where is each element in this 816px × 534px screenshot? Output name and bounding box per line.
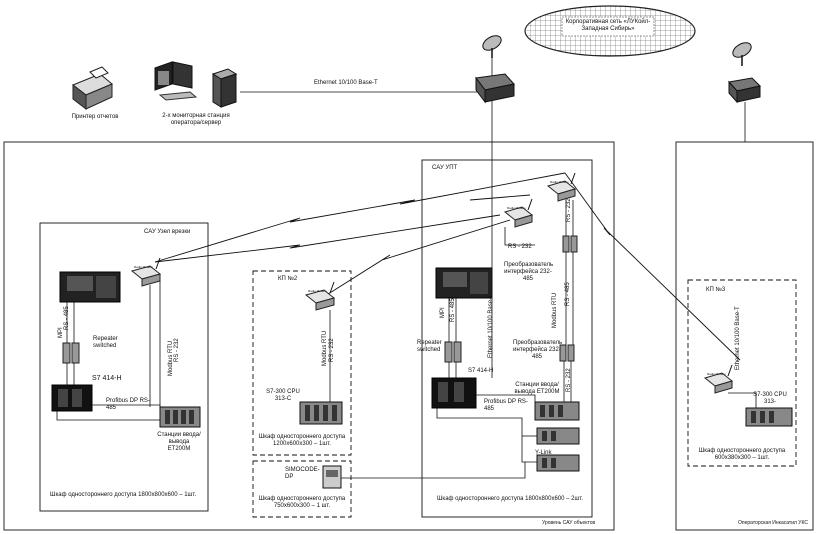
upt-rs485-label: RS - 485 (450, 298, 456, 322)
radio-link (469, 194, 531, 201)
printer-icon (72, 66, 113, 111)
network-switch-icon (475, 73, 515, 104)
radio-link (154, 214, 501, 263)
simocode-device-icon (322, 465, 342, 489)
upt-mpi-label: MPI (440, 307, 446, 318)
uzel-cpu-label: S7 414-H (92, 375, 122, 382)
uzel-cabinet-label: Шкаф одностороннего доступа 1800х800х600… (50, 492, 197, 498)
radio-modem-label: Radio Modem (707, 372, 726, 376)
router-icon (728, 77, 762, 104)
upt-profibus-label: Profibus DP RS-485 (484, 399, 528, 412)
upt-cabinet-label: Шкаф одностороннего доступа 1800х800х600… (436, 496, 584, 502)
level-frame-sau (3, 141, 615, 531)
operator-panel-icon (435, 267, 493, 299)
satellite-dish-icon (732, 42, 752, 66)
upt-modbus-label: Modbus RTU (552, 292, 558, 328)
upt-title: САУ УПТ (432, 165, 458, 171)
repeater-icon (444, 341, 462, 363)
upt-converter2-label: Преобразователь интерфейса 232-485 (513, 340, 563, 360)
kp3-cpu-label: S7-300 CPU 313- (753, 392, 787, 405)
radio-modem-label: Radio Modem (308, 289, 327, 293)
workstation-icon (154, 61, 238, 108)
repeater-icon (62, 342, 80, 364)
printer-label: Принтер отчетов (71, 114, 119, 120)
io-station-icon (536, 427, 580, 445)
cabinet-uzel-vrezki (39, 222, 209, 512)
io-station-icon (299, 401, 343, 425)
kp2-rs232-label: RS - 232 (329, 338, 335, 362)
io-station-icon (745, 407, 793, 427)
upt-rs232-top-label: RS - 232 (508, 244, 532, 250)
cabinet-kp2 (252, 270, 352, 456)
workstation-label: 2-х мониторная станция оператора/сервер (162, 113, 230, 126)
cabinet-kp3 (687, 279, 797, 467)
interface-converter-icon (562, 235, 578, 253)
upt-ylink-label: Y-Link (535, 450, 552, 456)
io-station-icon (536, 454, 580, 472)
uzel-stations-label: Станции ввода/вывода ET200M (157, 432, 201, 452)
uzel-rs485-label: RS - 485 (64, 306, 70, 330)
cabinet-sau-upt (421, 159, 593, 518)
kp3-ethernet-label: Ethernet 10/100 Base-T (735, 306, 741, 370)
uzel-profibus-label: Profibus DP RS-485 (106, 398, 150, 411)
radio-modem-label: Radio Modem (507, 206, 526, 210)
upt-rs232-right-label: RS - 232 (566, 198, 572, 222)
radio-modem-label: Radio Modem (550, 180, 569, 184)
simocode-label: SIMOCODE-DP (285, 467, 320, 480)
kp3-cabinet-label: Шкаф одностороннего доступа 600х380х300 … (698, 448, 786, 461)
radio-modem-icon (546, 172, 577, 202)
kp3-title: КП №3 (706, 287, 726, 293)
plc-cpu-icon (51, 384, 93, 412)
radio-modem-icon (703, 364, 734, 394)
radio-modem-icon (130, 257, 162, 287)
upt-rs232-low-label: RS - 232 (566, 368, 572, 392)
upt-ethernet-label: Ethernet 10/100 Base-T (488, 294, 494, 358)
radio-link (324, 219, 511, 297)
plc-cpu-icon (431, 377, 477, 409)
kp2-modbus-label: Modbus RTU (322, 330, 328, 366)
kp2-cpu-label: S7-300 CPU 313-C (266, 389, 300, 402)
kp3-level-label: Операторская Инкасатил УКС (738, 520, 808, 526)
upt-rs485-right-label: RS - 485 (565, 282, 571, 306)
radio-modem-label: Radio Modem (134, 265, 153, 269)
kp2-title: КП №2 (278, 276, 298, 282)
upt-repeater-label: Repeater switched (417, 340, 442, 353)
radio-link (564, 172, 741, 361)
kp2-cabinet-label: Шкаф одностороннего доступа 1200х600х300… (258, 434, 346, 447)
radio-modem-icon (304, 281, 336, 311)
upt-cpu-label: S7 414-H (468, 368, 494, 374)
uzel-rs232-label: RS - 232 (174, 338, 180, 362)
level-frame-operator (675, 141, 814, 531)
io-station-icon (534, 401, 580, 421)
operator-panel-icon (59, 271, 121, 303)
uzel-title: САУ Узел врезки (144, 229, 191, 235)
wiring (56, 183, 757, 479)
uzel-repeater-label: Repeater switched (93, 336, 118, 349)
interface-converter-icon (559, 344, 575, 362)
cabinet-simocode (252, 460, 352, 518)
radio-link (154, 172, 566, 263)
corporate-network-label: Корпоративная сеть «ЛУКойл-Западная Сиби… (565, 19, 651, 32)
upt-stations-label: Станции ввода/вывода ET200M (514, 382, 560, 395)
upt-level-label: Уровень САУ объектов (542, 520, 596, 526)
ethernet-top-label: Ethernet 10/100 Base-T (314, 80, 378, 86)
simocode-cabinet-label: Шкаф одностороннего доступа 750х600х300 … (258, 496, 346, 509)
satellite-dish-icon (482, 35, 502, 58)
upt-converter1-label: Преобразователь интерфейса 232-485 (504, 262, 554, 282)
io-station-icon (159, 406, 201, 428)
radio-modem-icon (503, 198, 534, 228)
